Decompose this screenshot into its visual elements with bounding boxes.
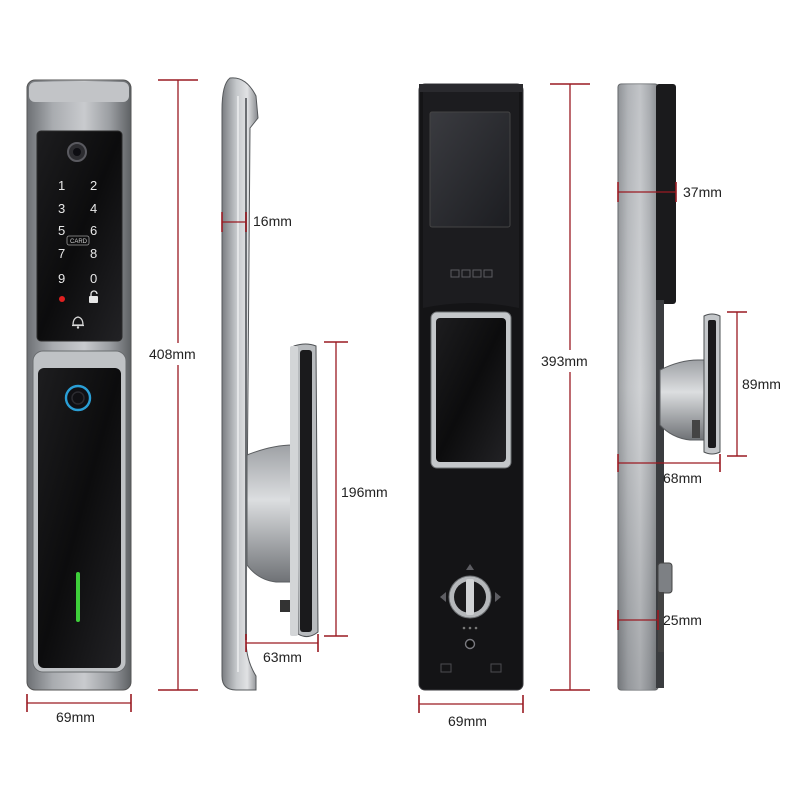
inner-handle-height-dimension: 196mm xyxy=(324,341,388,637)
front-height-label: 408mm xyxy=(149,346,196,362)
side-outer-bar xyxy=(221,77,259,691)
inner-handle-depth-dimension: 63mm xyxy=(245,634,319,665)
back-bottom-depth-label: 25mm xyxy=(663,612,702,628)
battery-cover-marker xyxy=(440,663,452,673)
back-handle-height-dimension: 89mm xyxy=(727,311,781,457)
keypad-key: 3 xyxy=(58,201,65,216)
keypad-key: 7 xyxy=(58,246,65,261)
front-width-dimension: 69mm xyxy=(26,694,132,725)
front-height-dimension: 408mm xyxy=(148,79,206,691)
arrow-left-icon xyxy=(440,592,446,602)
keypad-key: 1 xyxy=(58,178,65,193)
arrow-right-icon xyxy=(495,592,501,602)
back-handle-depth-label: 68mm xyxy=(663,470,702,486)
back-handle-depth-dimension: 68mm xyxy=(617,454,721,486)
back-height-dimension: 393mm xyxy=(540,83,598,691)
keypad-key: 6 xyxy=(90,223,97,238)
back-bottom-depth-dimension: 25mm xyxy=(617,610,702,630)
front-top-cap xyxy=(29,82,129,102)
keypad-key: 8 xyxy=(90,246,97,261)
front-width-label: 69mm xyxy=(56,709,95,725)
back-height-label: 393mm xyxy=(541,353,588,369)
handle-offset-dimension: 16mm xyxy=(221,212,292,232)
front-view: 1 2 3 4 5 6 CARD 7 8 9 0 xyxy=(26,79,132,691)
inner-handle-height-label: 196mm xyxy=(341,484,388,500)
doorbell-icon xyxy=(72,316,84,329)
thumb-turn-handle xyxy=(466,579,474,615)
side-view xyxy=(221,77,319,691)
handle-offset-label: 16mm xyxy=(253,213,292,229)
reset-button-icon xyxy=(464,638,476,650)
keypad-key: 4 xyxy=(90,201,97,216)
keypad-key: 0 xyxy=(90,271,97,286)
keypad-key: 9 xyxy=(58,271,65,286)
card-label-box xyxy=(66,235,90,246)
back-depth-label: 37mm xyxy=(683,184,722,200)
inner-handle-depth-label: 63mm xyxy=(263,649,302,665)
back-handle-height-label: 89mm xyxy=(742,376,781,392)
back-width-dimension: 69mm xyxy=(418,695,524,729)
fingerprint-sensor-icon xyxy=(64,384,92,412)
unlock-icon xyxy=(89,290,98,303)
arrow-up-icon xyxy=(466,564,474,570)
back-side-housing xyxy=(656,84,676,304)
green-indicator-bar xyxy=(76,572,80,622)
back-depth-dimension: 37mm xyxy=(617,182,722,202)
keypad-key: 2 xyxy=(90,178,97,193)
card-label: CARD xyxy=(70,239,88,245)
back-top-strip xyxy=(419,84,523,92)
back-width-label: 69mm xyxy=(448,713,487,729)
status-red-led-icon xyxy=(59,296,65,302)
back-view xyxy=(418,83,524,691)
back-side-view xyxy=(617,83,721,691)
keypad-key: 5 xyxy=(58,223,65,238)
front-handle-face xyxy=(38,368,121,668)
display-screen xyxy=(429,111,511,228)
back-side-latch xyxy=(657,562,673,594)
brand-logo xyxy=(450,269,493,278)
